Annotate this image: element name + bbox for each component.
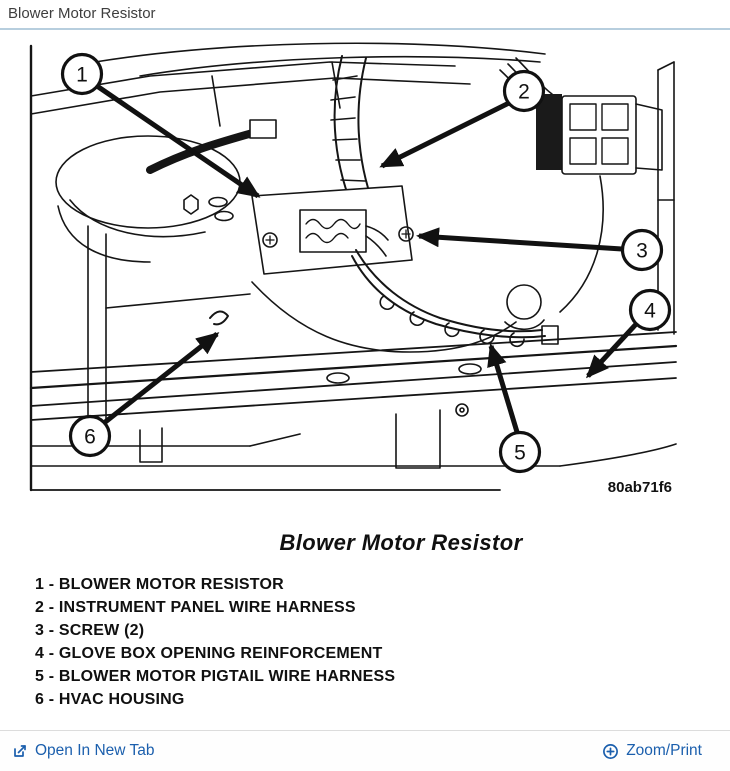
svg-text:4: 4 xyxy=(644,300,656,323)
callout-6: 6 xyxy=(68,414,112,458)
legend: 1 - BLOWER MOTOR RESISTOR 2 - INSTRUMENT… xyxy=(35,573,395,711)
callout-5: 5 xyxy=(498,430,542,474)
legend-item: 1 - BLOWER MOTOR RESISTOR xyxy=(35,576,284,593)
legend-item: 3 - SCREW (2) xyxy=(35,622,145,639)
figure-code: 80ab71f6 xyxy=(608,479,672,496)
callout-4-arrow xyxy=(585,320,640,379)
callout-bubbles: 1 2 3 4 5 xyxy=(60,52,672,474)
header-divider xyxy=(0,28,730,30)
callout-6-arrow xyxy=(102,332,220,425)
legend-item: 2 - INSTRUMENT PANEL WIRE HARNESS xyxy=(35,599,356,616)
callout-5-arrow xyxy=(487,343,520,433)
callout-4: 4 xyxy=(628,288,672,332)
svg-text:1: 1 xyxy=(76,64,88,87)
blower-motor-diagram: 1 2 3 4 5 xyxy=(29,42,678,496)
legend-item: 4 - GLOVE BOX OPENING REINFORCEMENT xyxy=(35,645,383,662)
footer-bar: Open In New Tab Zoom/Print xyxy=(0,730,730,771)
diagram-linework xyxy=(29,42,678,492)
diagram-figure: 1 2 3 4 5 xyxy=(29,42,678,496)
figure-caption: Blower Motor Resistor xyxy=(279,530,523,555)
zoom-print-label: Zoom/Print xyxy=(626,742,702,759)
callout-1-arrow xyxy=(95,83,261,199)
svg-text:6: 6 xyxy=(84,426,96,449)
legend-item: 5 - BLOWER MOTOR PIGTAIL WIRE HARNESS xyxy=(35,668,396,685)
zoom-plus-icon xyxy=(602,743,619,760)
svg-text:5: 5 xyxy=(514,442,526,465)
page-title: Blower Motor Resistor xyxy=(8,5,156,22)
open-in-new-tab-link[interactable]: Open In New Tab xyxy=(12,742,154,760)
svg-text:3: 3 xyxy=(636,240,648,263)
callout-arrows xyxy=(95,83,640,433)
open-in-new-tab-label: Open In New Tab xyxy=(35,742,155,759)
callout-2: 2 xyxy=(502,69,546,113)
zoom-print-link[interactable]: Zoom/Print xyxy=(602,742,702,760)
callout-1: 1 xyxy=(60,52,104,96)
svg-text:2: 2 xyxy=(518,81,530,104)
legend-item: 6 - HVAC HOUSING xyxy=(35,691,185,708)
callout-3-arrow xyxy=(416,227,623,252)
callout-3: 3 xyxy=(620,228,664,272)
open-in-new-tab-icon xyxy=(12,743,28,759)
callout-2-arrow xyxy=(379,100,511,169)
